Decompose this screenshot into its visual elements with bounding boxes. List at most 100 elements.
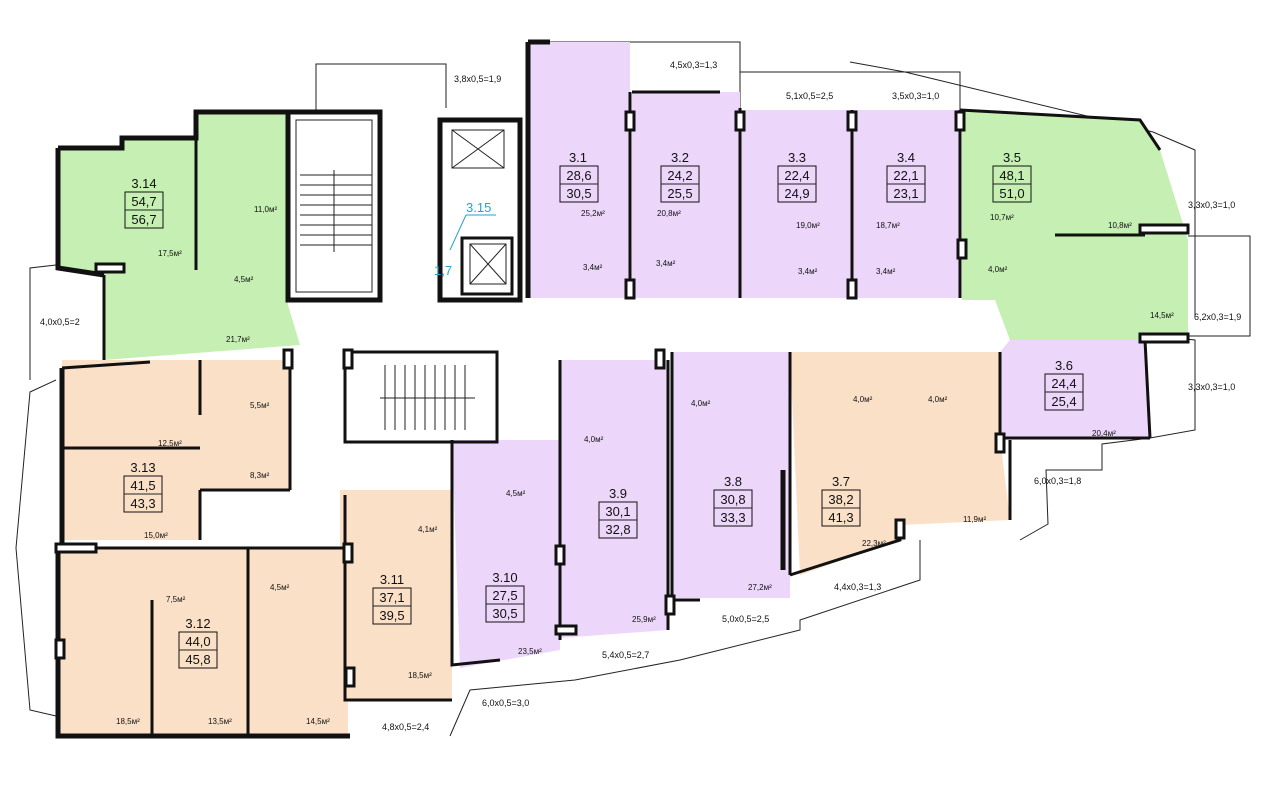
room-area: 4,5м² xyxy=(234,275,254,284)
unit-fill-3-6 xyxy=(1000,340,1150,438)
unit-number: 3.10 xyxy=(492,570,517,585)
unit-number: 3.6 xyxy=(1055,358,1073,373)
unit-fill-3-12 xyxy=(60,548,348,736)
room-area: 4,5м² xyxy=(270,583,290,592)
balcony-dimension: 5,4x0,5=2,7 xyxy=(602,650,649,660)
unit-total-area: 39,5 xyxy=(379,608,404,623)
room-area: 25,9м² xyxy=(632,615,656,624)
apartment-labels: 3.1 28,6 30,5 3.2 24,2 25,5 3.3 22,4 24,… xyxy=(123,150,1084,669)
room-area: 25,2м² xyxy=(581,209,605,218)
room-area: 8,3м² xyxy=(250,471,270,480)
unit-3-14[interactable]: 3.14 54,7 56,7 xyxy=(124,176,164,229)
unit-total-area: 30,5 xyxy=(492,606,517,621)
unit-living-area: 44,0 xyxy=(185,634,210,649)
unit-fill-3-13 xyxy=(62,360,290,540)
unit-number: 3.12 xyxy=(185,616,210,631)
unit-number: 3.2 xyxy=(671,150,689,165)
unit-living-area: 22,4 xyxy=(784,168,809,183)
unit-living-area: 30,1 xyxy=(605,504,630,519)
unit-3-4[interactable]: 3.4 22,1 23,1 xyxy=(886,150,926,203)
unit-3-12[interactable]: 3.12 44,0 45,8 xyxy=(178,616,218,669)
room-area: 15,0м² xyxy=(144,531,168,540)
room-area: 14,5м² xyxy=(1150,311,1174,320)
unit-number: 3.13 xyxy=(130,460,155,475)
unit-number: 3.3 xyxy=(788,150,806,165)
unit-number: 3.1 xyxy=(569,150,587,165)
room-area: 3,4м² xyxy=(876,267,896,276)
room-area: 3,4м² xyxy=(583,263,603,272)
unit-total-area: 43,3 xyxy=(130,496,155,511)
room-area: 10,7м² xyxy=(990,213,1014,222)
dimension-labels: 3,8x0,5=1,9 4,5x0,3=1,3 5,1x0,5=2,5 3,5x… xyxy=(40,60,1241,732)
unit-living-area: 24,2 xyxy=(667,168,692,183)
unit-3-6[interactable]: 3.6 24,4 25,4 xyxy=(1044,358,1084,411)
core-area: 1,7 xyxy=(434,263,452,278)
unit-living-area: 37,1 xyxy=(379,590,404,605)
room-area: 13,5м² xyxy=(208,717,232,726)
unit-3-5[interactable]: 3.5 48,1 51,0 xyxy=(992,150,1032,203)
room-area: 22,3м² xyxy=(862,539,886,548)
unit-number: 3.14 xyxy=(131,176,156,191)
unit-total-area: 25,5 xyxy=(667,186,692,201)
unit-3-8[interactable]: 3.8 30,8 33,3 xyxy=(713,474,753,527)
unit-fill-3-1 xyxy=(528,42,632,298)
unit-number: 3.5 xyxy=(1003,150,1021,165)
unit-total-area: 33,3 xyxy=(720,510,745,525)
unit-total-area: 45,8 xyxy=(185,652,210,667)
room-area: 4,0м² xyxy=(988,265,1008,274)
unit-fill-3-14 xyxy=(58,112,300,360)
unit-total-area: 41,3 xyxy=(828,510,853,525)
unit-3-1[interactable]: 3.1 28,6 30,5 xyxy=(559,150,599,203)
unit-living-area: 48,1 xyxy=(999,168,1024,183)
unit-number: 3.7 xyxy=(832,474,850,489)
unit-fill-3-10 xyxy=(452,440,560,668)
unit-number: 3.4 xyxy=(897,150,915,165)
balcony-dimension: 3,5x0,3=1,0 xyxy=(892,91,939,101)
unit-3-3[interactable]: 3.3 22,4 24,9 xyxy=(777,150,817,203)
unit-3-7[interactable]: 3.7 38,2 41,3 xyxy=(821,474,861,527)
unit-living-area: 22,1 xyxy=(893,168,918,183)
room-area: 4,1м² xyxy=(418,525,438,534)
unit-fill-3-3 xyxy=(740,110,852,298)
columns xyxy=(54,110,1190,688)
room-area: 14,5м² xyxy=(306,717,330,726)
core-3-15[interactable]: 3.15 1,7 xyxy=(434,200,496,278)
balcony-dimension: 4,5x0,3=1,3 xyxy=(670,60,717,70)
room-area: 11,9м² xyxy=(963,515,986,524)
balcony-dimension: 5,1x0,5=2,5 xyxy=(786,91,833,101)
unit-living-area: 38,2 xyxy=(828,492,853,507)
balcony-dimension: 6,0x0,5=3,0 xyxy=(482,698,529,708)
unit-total-area: 56,7 xyxy=(131,212,156,227)
unit-total-area: 25,4 xyxy=(1051,394,1076,409)
room-area: 18,5м² xyxy=(408,671,432,680)
unit-fill-3-11 xyxy=(340,490,452,700)
unit-3-10[interactable]: 3.10 27,5 30,5 xyxy=(485,570,525,623)
unit-fill-3-5 xyxy=(962,110,1188,340)
room-area: 3,4м² xyxy=(656,259,676,268)
unit-fill-3-4 xyxy=(852,110,960,298)
room-area: 20,4м² xyxy=(1092,429,1116,438)
room-area: 4,0м² xyxy=(691,399,711,408)
unit-3-13[interactable]: 3.13 41,5 43,3 xyxy=(123,460,163,513)
unit-living-area: 54,7 xyxy=(131,194,156,209)
room-area: 10,8м² xyxy=(1108,221,1132,230)
unit-3-2[interactable]: 3.2 24,2 25,5 xyxy=(660,150,700,203)
unit-3-9[interactable]: 3.9 30,1 32,8 xyxy=(598,486,638,539)
room-area: 3,4м² xyxy=(798,267,818,276)
unit-total-area: 23,1 xyxy=(893,186,918,201)
unit-total-area: 30,5 xyxy=(566,186,591,201)
unit-living-area: 30,8 xyxy=(720,492,745,507)
balcony-dimension: 4,0x0,5=2 xyxy=(40,317,80,327)
unit-number: 3.9 xyxy=(609,486,627,501)
apartment-fills xyxy=(58,42,1188,736)
core xyxy=(285,109,523,444)
unit-number: 3.8 xyxy=(724,474,742,489)
room-area: 7,5м² xyxy=(166,595,186,604)
unit-living-area: 28,6 xyxy=(566,168,591,183)
room-area: 27,2м² xyxy=(748,583,772,592)
room-area: 18,5м² xyxy=(116,717,140,726)
unit-3-11[interactable]: 3.11 37,1 39,5 xyxy=(372,572,412,625)
room-area: 4,5м² xyxy=(506,489,526,498)
room-area: 4,0м² xyxy=(853,395,873,404)
